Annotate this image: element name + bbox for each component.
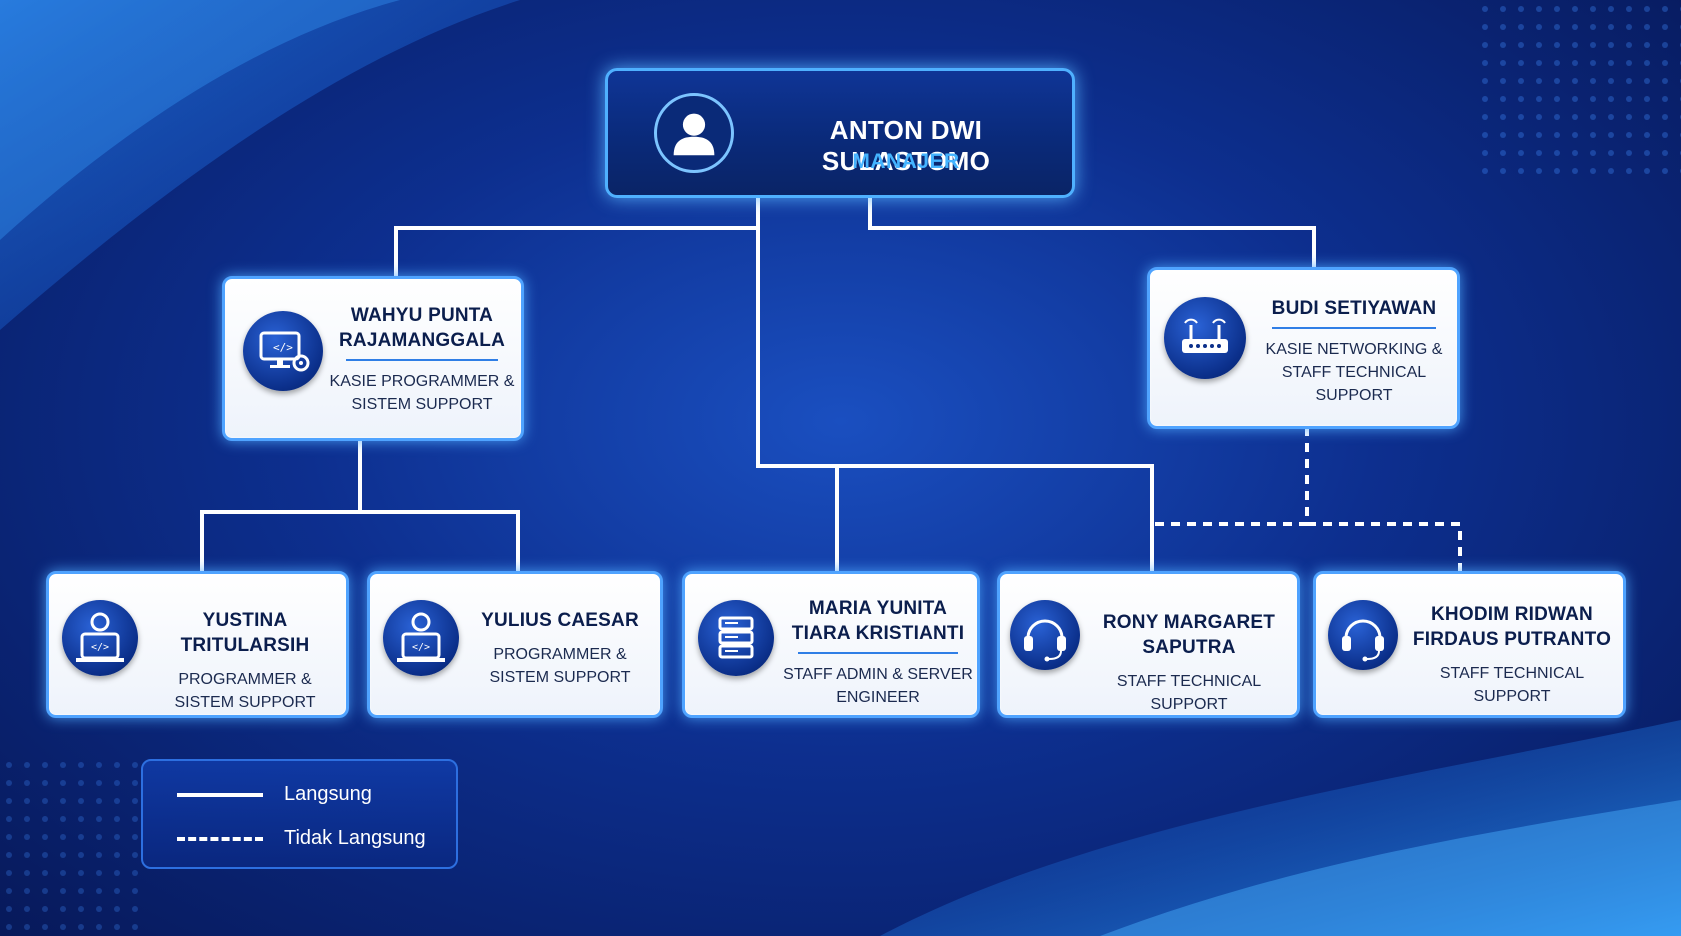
svg-text:</>: </> bbox=[412, 642, 430, 653]
svg-text:</>: </> bbox=[91, 642, 109, 653]
legend: Langsung Tidak Langsung bbox=[141, 759, 458, 869]
server-icon bbox=[698, 600, 774, 676]
supervisor-card-budi[interactable]: BUDI SETIYAWAN KASIE NETWORKING & STAFF … bbox=[1147, 267, 1460, 429]
supervisor-role: KASIE NETWORKING & STAFF TECHNICAL SUPPO… bbox=[1265, 341, 1443, 404]
staff-role: STAFF TECHNICAL SUPPORT bbox=[1439, 665, 1585, 705]
svg-text:</>: </> bbox=[273, 341, 293, 354]
divider bbox=[798, 652, 958, 654]
staff-role: STAFF ADMIN & SERVER ENGINEER bbox=[783, 666, 973, 706]
headset-icon bbox=[1328, 600, 1398, 670]
staff-name: YUSTINA TRITULARSIH bbox=[180, 610, 310, 656]
staff-card-yulius[interactable]: </> YULIUS CAESAR PROGRAMMER & SISTEM SU… bbox=[367, 571, 663, 718]
supervisor-name: BUDI SETIYAWAN bbox=[1271, 298, 1437, 319]
legend-label-direct: Langsung bbox=[284, 783, 372, 805]
connector-manager-to-maria bbox=[756, 228, 839, 572]
staff-role: PROGRAMMER & SISTEM SUPPORT bbox=[174, 671, 316, 711]
connector-manager-to-wahyu bbox=[394, 198, 760, 278]
supervisor-name: WAHYU PUNTA RAJAMANGGALA bbox=[338, 305, 505, 351]
divider bbox=[1272, 327, 1436, 329]
supervisor-role: KASIE PROGRAMMER & SISTEM SUPPORT bbox=[329, 373, 515, 413]
staff-card-yustina[interactable]: </> YUSTINA TRITULARSIH PROGRAMMER & SIS… bbox=[46, 571, 349, 718]
manager-role: MANAJER bbox=[852, 150, 960, 173]
staff-name: KHODIM RIDWAN FIRDAUS PUTRANTO bbox=[1412, 604, 1612, 650]
staff-card-maria[interactable]: MARIA YUNITA TIARA KRISTIANTI STAFF ADMI… bbox=[682, 571, 980, 718]
connector-manager-to-budi bbox=[868, 198, 1316, 268]
connector-budi-to-rony-indirect bbox=[1150, 427, 1309, 572]
staff-name: YULIUS CAESAR bbox=[481, 610, 639, 631]
supervisor-card-wahyu[interactable]: </> WAHYU PUNTA RAJAMANGGALA KASIE PROGR… bbox=[222, 276, 524, 441]
connector-wahyu-to-yulius bbox=[360, 510, 520, 572]
staff-role: PROGRAMMER & SISTEM SUPPORT bbox=[489, 646, 631, 686]
solid-line-sample bbox=[177, 793, 263, 797]
legend-label-indirect: Tidak Langsung bbox=[284, 827, 426, 849]
developer-laptop-icon: </> bbox=[383, 600, 459, 676]
staff-card-rony[interactable]: RONY MARGARET SAPUTRA STAFF TECHNICAL SU… bbox=[997, 571, 1300, 718]
developer-laptop-icon: </> bbox=[62, 600, 138, 676]
code-monitor-gear-icon: </> bbox=[243, 311, 323, 391]
headset-icon bbox=[1010, 600, 1080, 670]
legend-item-indirect: Tidak Langsung bbox=[177, 825, 447, 851]
divider bbox=[345, 359, 499, 361]
staff-card-khodim[interactable]: KHODIM RIDWAN FIRDAUS PUTRANTO STAFF TEC… bbox=[1313, 571, 1626, 718]
user-icon bbox=[654, 93, 734, 173]
connector-manager-to-rony bbox=[837, 464, 1154, 572]
staff-name: RONY MARGARET SAPUTRA bbox=[1102, 612, 1276, 658]
staff-role: STAFF TECHNICAL SUPPORT bbox=[1116, 673, 1262, 713]
connector-wahyu-to-staff bbox=[200, 440, 362, 572]
legend-item-direct: Langsung bbox=[177, 781, 447, 807]
staff-name: MARIA YUNITA TIARA KRISTIANTI bbox=[791, 598, 965, 644]
manager-card[interactable]: ANTON DWI SULASTOMO MANAJER bbox=[605, 68, 1075, 198]
connector-budi-to-khodim-indirect bbox=[1307, 522, 1462, 572]
router-icon bbox=[1164, 297, 1246, 379]
dashed-line-sample bbox=[177, 837, 263, 841]
manager-name: ANTON DWI SULASTOMO bbox=[821, 115, 991, 176]
